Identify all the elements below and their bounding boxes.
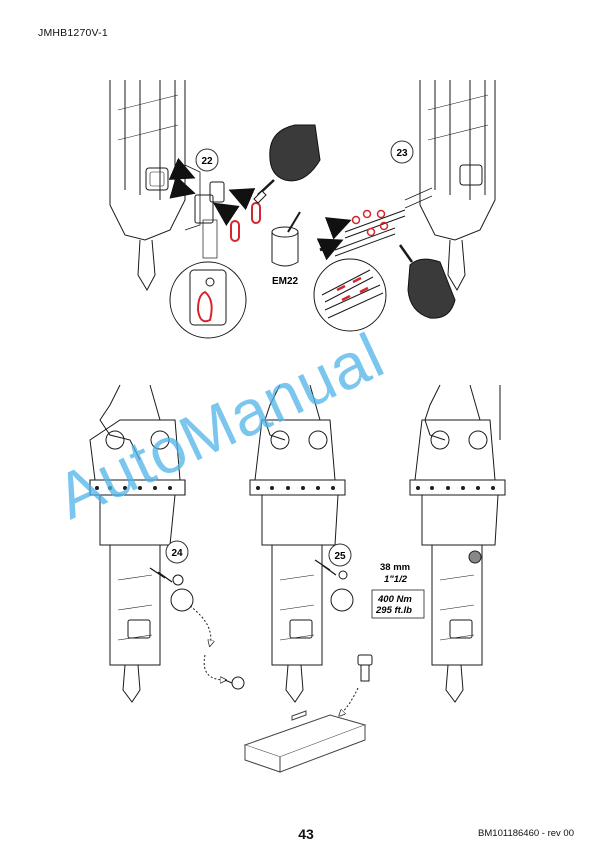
step-22-badge: 22 xyxy=(195,148,219,172)
step-25-number: 25 xyxy=(334,551,346,562)
watermark-text: AutoManual xyxy=(45,319,394,533)
document-reference: BM101186460 - rev 00 xyxy=(478,828,574,839)
figure-23-illustration xyxy=(313,80,496,332)
step-24-badge: 24 xyxy=(165,540,189,564)
step-24-number: 24 xyxy=(171,548,183,559)
watermark: AutoManual xyxy=(45,319,394,533)
page-number: 43 xyxy=(298,826,314,842)
step-22-number: 22 xyxy=(201,156,213,167)
socket-size-inch: 1"1/2 xyxy=(384,574,408,585)
socket-size-mm: 38 mm xyxy=(380,562,410,573)
step-23-badge: 23 xyxy=(390,140,414,164)
torque-nm: 400 Nm xyxy=(377,594,412,605)
figure-22-arrows xyxy=(168,157,256,226)
breaker-middle-illustration xyxy=(249,384,373,715)
figure-22-illustration xyxy=(109,80,321,339)
step-23-number: 23 xyxy=(396,148,408,159)
toolbox-illustration xyxy=(243,710,367,773)
figure-23-arrows xyxy=(316,217,352,261)
em22-label: EM22 xyxy=(272,276,299,287)
breaker-right-illustration xyxy=(409,384,506,703)
breaker-left-illustration xyxy=(89,384,245,703)
document-code: JMHB1270V-1 xyxy=(38,27,108,39)
step-25-badge: 25 xyxy=(328,543,352,567)
torque-spec-box xyxy=(371,589,425,619)
torque-ftlb: 295 ft.lb xyxy=(375,605,412,616)
